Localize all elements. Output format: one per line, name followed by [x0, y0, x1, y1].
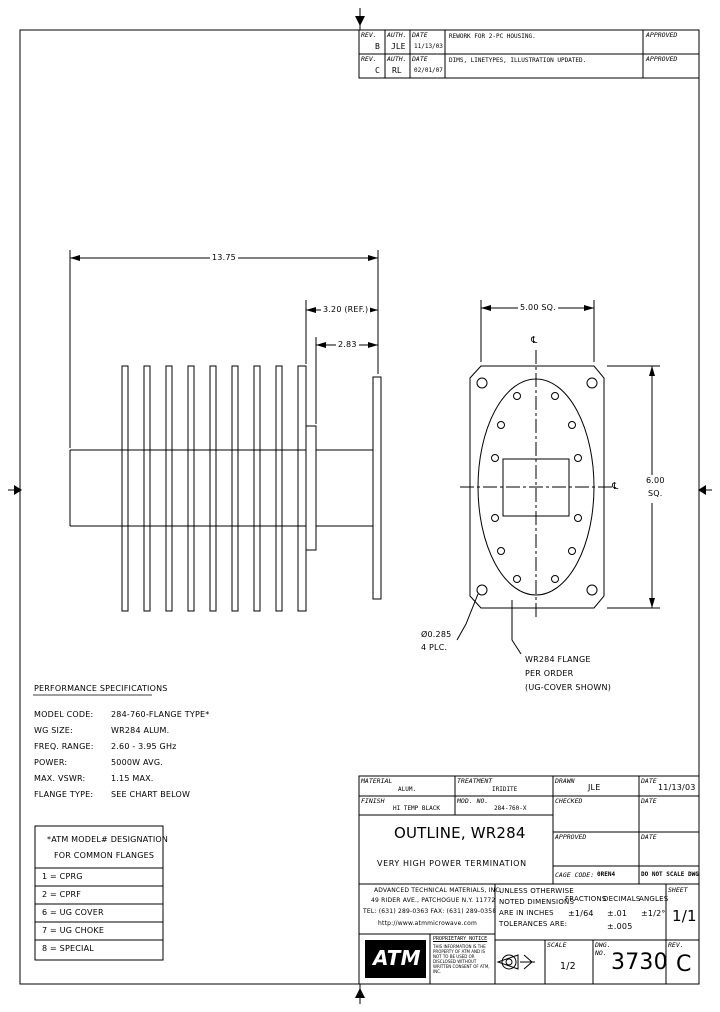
tolerance-note-line2: NOTED DIMENSIONS	[499, 898, 575, 906]
company-website: http://www.atmmicrowave.com	[378, 920, 478, 927]
chart-row: 8 = SPECIAL	[42, 944, 94, 953]
material-label: MATERIAL	[361, 777, 393, 785]
model-label: MOD. NO.	[457, 797, 489, 805]
model-value: 284-760-X	[494, 805, 527, 812]
tolerance-note-line3: ARE IN INCHES	[499, 909, 554, 917]
rev-label: REV.	[361, 55, 377, 63]
company-name: ADVANCED TECHNICAL MATERIALS, INC.	[374, 887, 502, 894]
chart-row: 6 = UG COVER	[42, 908, 104, 917]
drawing-number: 3730	[611, 950, 668, 975]
scale-label: SCALE	[547, 941, 567, 949]
finish-value: HI TEMP BLACK	[393, 805, 440, 812]
rev-value: C	[375, 66, 380, 75]
approved-label: APPROVED	[555, 833, 587, 841]
centerline-symbol-horizontal: ℄	[612, 481, 619, 492]
drawing-subtitle: VERY HIGH POWER TERMINATION	[377, 859, 527, 868]
fractions-value: ±1/64	[568, 909, 594, 918]
flange-note-line1: WR284 FLANGE	[525, 655, 591, 664]
hole-count: 4 PLC.	[421, 643, 448, 652]
dim-flange-height-suffix: SQ.	[646, 489, 665, 498]
company-phone: TEL: (631) 289-0363 FAX: (631) 289-0358	[363, 908, 497, 915]
rev-label: REV.	[361, 31, 377, 39]
proprietary-text: THIS INFORMATION IS THE PROPERTY OF ATM …	[433, 944, 490, 974]
auth-value: RL	[392, 66, 402, 75]
spec-value: 1.15 MAX.	[111, 774, 154, 783]
sheet-label: SHEET	[668, 886, 688, 894]
approved-label: APPROVED	[646, 55, 678, 63]
dwg-no-label: NO.	[595, 949, 607, 957]
auth-label: AUTH.	[387, 55, 407, 63]
dwg-label: DWG.	[595, 941, 611, 949]
dim-ref-length: 3.20 (REF.)	[321, 305, 371, 314]
date-label: DATE	[412, 31, 428, 39]
rev-description: REWORK FOR 2-PC HOUSING.	[449, 33, 536, 40]
rev-value: B	[375, 42, 380, 51]
spec-label: FREQ. RANGE:	[34, 742, 94, 751]
spec-value: 284-760-FLANGE TYPE*	[111, 710, 210, 719]
spec-label: WG SIZE:	[34, 726, 73, 735]
flange-note-line3: (UG-COVER SHOWN)	[525, 683, 612, 692]
decimals-value-2: ±.005	[607, 922, 633, 931]
spec-label: POWER:	[34, 758, 68, 767]
hole-diameter: Ø0.285	[421, 630, 452, 639]
drawn-date-value: 11/13/03	[658, 783, 696, 792]
revision-letter: C	[676, 952, 692, 977]
angles-value: ±1/2°	[641, 909, 666, 918]
performance-title: PERFORMANCE SPECIFICATIONS	[34, 684, 168, 693]
material-value: ALUM.	[398, 786, 417, 793]
atm-logo: ATM	[365, 940, 426, 978]
dim-flange-offset: 2.83	[336, 340, 359, 349]
flange-note-line2: PER ORDER	[525, 669, 574, 678]
spec-value: SEE CHART BELOW	[111, 790, 191, 799]
date-label: DATE	[412, 55, 428, 63]
angles-label: ANGLES	[639, 895, 669, 903]
auth-label: AUTH.	[387, 31, 407, 39]
chart-header-line1: *ATM MODEL# DESIGNATION	[47, 835, 169, 844]
chart-row: 1 = CPRG	[42, 872, 83, 881]
proprietary-title: PROPRIETARY NOTICE	[433, 936, 488, 942]
date-value: 02/01/07	[414, 67, 443, 74]
spec-label: MODEL CODE:	[34, 710, 94, 719]
spec-value: 5000W AVG.	[111, 758, 163, 767]
tolerance-note-line4: TOLERANCES ARE:	[499, 920, 568, 928]
dim-flange-width: 5.00 SQ.	[518, 303, 558, 312]
company-address: 49 RIDER AVE., PATCHOGUE N.Y. 11772	[371, 897, 496, 904]
decimals-label: DECIMALS	[603, 895, 641, 903]
fractions-label: FRACTIONS	[565, 895, 607, 903]
auth-value: JLE	[391, 42, 406, 51]
sheet-value: 1/1	[672, 907, 697, 925]
spec-label: MAX. VSWR:	[34, 774, 86, 783]
dim-overall-length: 13.75	[210, 253, 238, 262]
drawn-value: JLE	[588, 783, 601, 792]
approved-date-label: DATE	[641, 833, 657, 841]
approved-label: APPROVED	[646, 31, 678, 39]
spec-value: WR284 ALUM.	[111, 726, 170, 735]
cage-label: CAGE CODE:	[555, 871, 595, 879]
tolerance-note-line1: UNLESS OTHERWISE	[499, 887, 574, 895]
centerline-symbol-vertical: ℄	[531, 335, 538, 346]
rev-label: REV.	[668, 941, 684, 949]
finish-label: FINISH	[361, 797, 385, 805]
dim-flange-height: 6.00	[644, 476, 667, 485]
chart-row: 2 = CPRF	[42, 890, 82, 899]
checked-date-label: DATE	[641, 797, 657, 805]
checked-label: CHECKED	[555, 797, 583, 805]
decimals-value-1: ±.01	[607, 909, 628, 918]
treatment-value: IRIDITE	[492, 786, 518, 793]
chart-row: 7 = UG CHOKE	[42, 926, 105, 935]
atm-logo-text: ATM	[373, 946, 421, 970]
drawn-label: DRAWN	[555, 777, 575, 785]
spec-value: 2.60 - 3.95 GHz	[111, 742, 177, 751]
treatment-label: TREATMENT	[457, 777, 493, 785]
cage-value: 0REN4	[597, 871, 616, 878]
rev-description: DIMS, LINETYPES, ILLUSTRATION UPDATED.	[449, 57, 587, 64]
date-value: 11/13/03	[414, 43, 443, 50]
spec-label: FLANGE TYPE:	[34, 790, 94, 799]
no-scale-note: DO NOT SCALE DWG	[641, 871, 699, 878]
scale-value: 1/2	[560, 961, 576, 972]
drawing-title: OUTLINE, WR284	[394, 824, 526, 842]
chart-header-line2: FOR COMMON FLANGES	[54, 851, 155, 860]
drawn-date-label: DATE	[641, 777, 657, 785]
